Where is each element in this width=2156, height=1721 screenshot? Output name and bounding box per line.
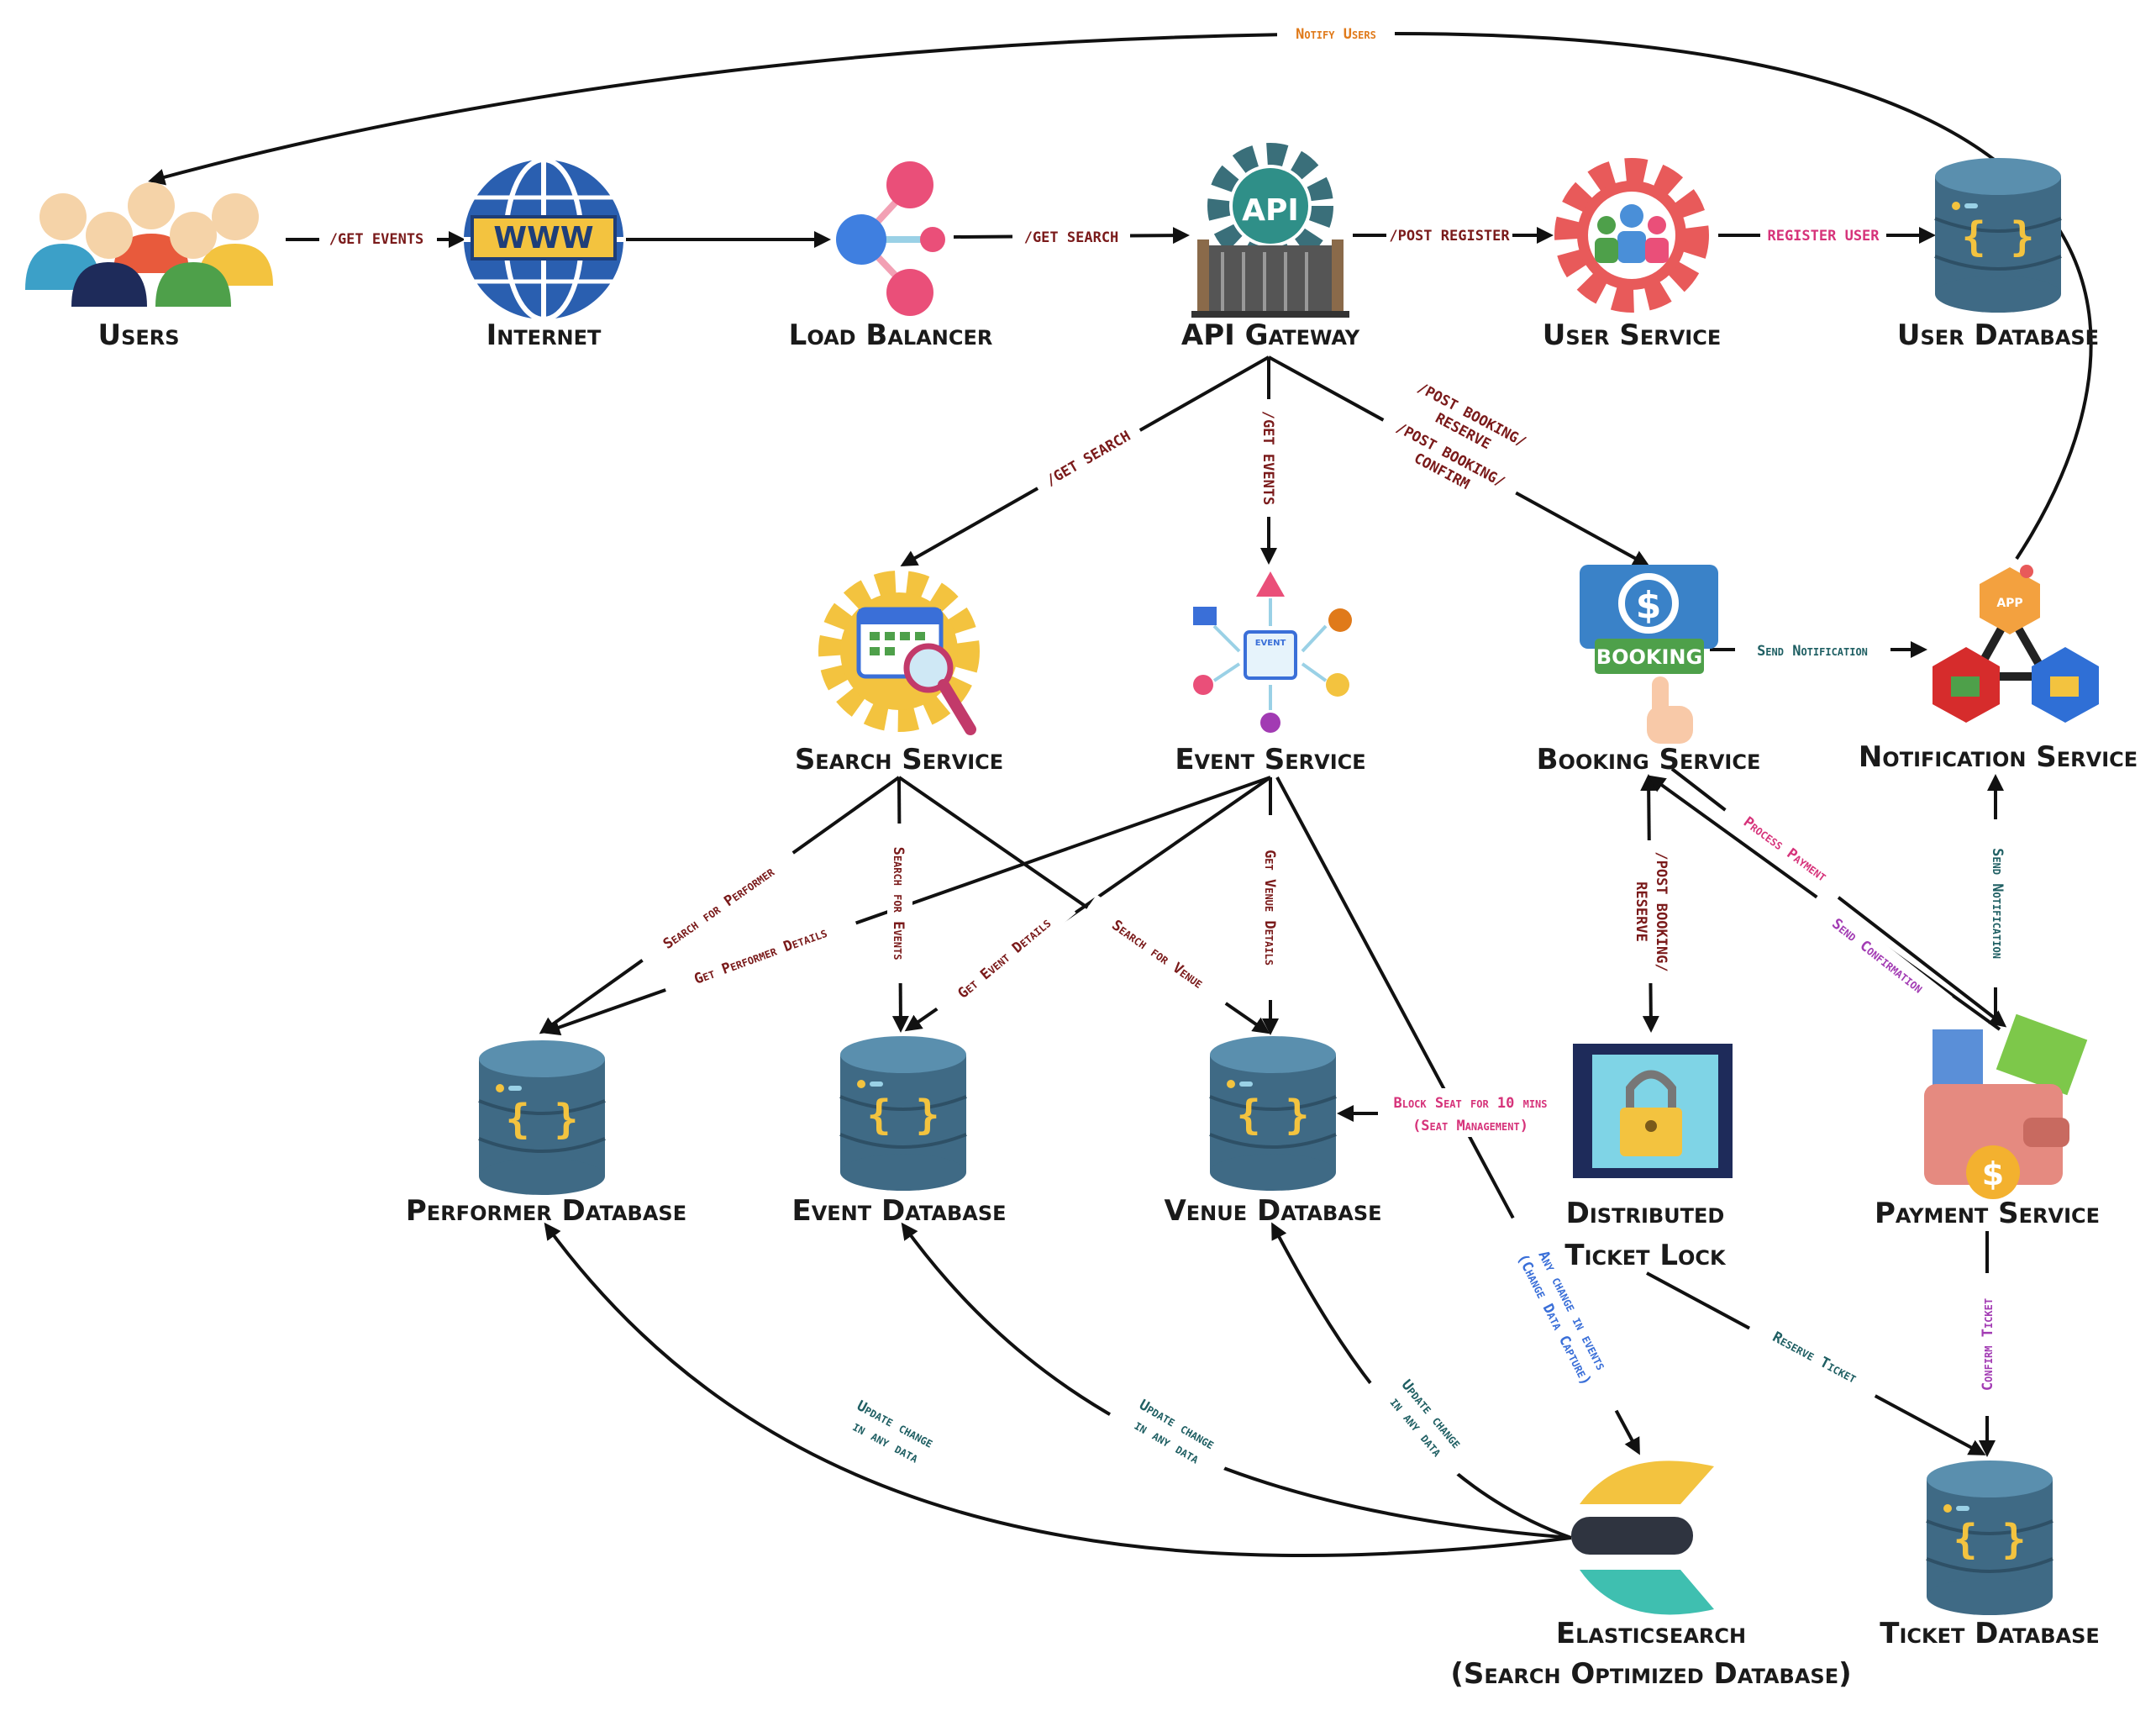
node-internet: WWW Internet — [464, 157, 623, 352]
node-api-gateway: API API Gateway — [1181, 143, 1360, 352]
event-service-icon: EVENT — [1193, 571, 1352, 733]
label-load-balancer: Load Balancer — [789, 318, 993, 352]
node-load-balancer: Load Balancer — [789, 161, 993, 352]
node-event-service: EVENT Event Service — [1175, 571, 1366, 776]
svg-text:APP: APP — [1996, 597, 2022, 610]
wallet-icon: $ — [1924, 1013, 2088, 1199]
label-get-search-api: /GET SEARCH — [1044, 428, 1134, 490]
label-user-service: User Service — [1543, 318, 1721, 352]
label-get-search-lb: /GET SEARCH — [1024, 229, 1119, 246]
node-booking-service: $ BOOKING Booking Service — [1537, 565, 1761, 776]
label-internet: Internet — [486, 318, 602, 352]
notification-icon: APP — [1933, 565, 2099, 723]
label-search-service: Search Service — [795, 743, 1003, 776]
api-text: API — [1242, 193, 1299, 228]
label-event-service: Event Service — [1175, 743, 1365, 776]
label-elasticsearch-line1: Elasticsearch — [1556, 1617, 1746, 1650]
svg-text:EVENT: EVENT — [1255, 639, 1286, 648]
label-notification-service: Notification Service — [1859, 740, 2138, 774]
label-post-booking-lock-1: /POST BOOKING/ — [1653, 851, 1670, 971]
svg-text:{ }: { } — [506, 1096, 579, 1143]
node-performer-database: { } Performer Database — [406, 1039, 686, 1228]
node-elasticsearch: Elasticsearch (Search Optimized Database… — [1450, 1460, 1852, 1691]
label-send-notification-booking: Send Notification — [1757, 643, 1868, 660]
label-payment-service: Payment Service — [1875, 1197, 2100, 1230]
database-icon: { } — [477, 1039, 607, 1197]
www-text: WWW — [493, 221, 593, 255]
label-reserve-ticket: Reserve Ticket — [1769, 1329, 1859, 1387]
label-venue-database: Venue Database — [1164, 1194, 1381, 1228]
edges — [148, 31, 2093, 1557]
edge-es-performer — [544, 1222, 1572, 1557]
globe-icon: WWW — [464, 157, 623, 322]
label-block-seat-2: (Seat Management) — [1412, 1118, 1528, 1134]
node-event-database: { } Event Database — [791, 1034, 1007, 1228]
label-block-seat-1: Block Seat for 10 mins — [1393, 1095, 1547, 1112]
database-icon: { } — [1208, 1034, 1338, 1192]
label-event-database: Event Database — [791, 1194, 1006, 1228]
label-post-register: /POST REGISTER — [1389, 228, 1510, 245]
database-icon: { } — [839, 1034, 968, 1192]
user-service-gear-icon — [1554, 158, 1709, 313]
node-users: Users — [25, 182, 273, 352]
label-performer-database: Performer Database — [406, 1194, 686, 1228]
label-get-venue-details: Get Venue Details — [1261, 850, 1278, 966]
label-send-notification-payment: Send Notification — [1989, 848, 2006, 959]
label-post-booking-lock-2: RESERVE — [1633, 882, 1649, 942]
label-user-database: User Database — [1897, 318, 2099, 352]
label-get-performer-details: Get Performer Details — [692, 924, 830, 988]
label-api-gateway: API Gateway — [1181, 318, 1360, 352]
node-search-service: Search Service — [795, 571, 1003, 776]
label-lock-line2: Ticket Lock — [1564, 1239, 1727, 1272]
label-ticket-database: Ticket Database — [1880, 1617, 2100, 1650]
label-get-events-api: /GET EVENTS — [1259, 411, 1276, 506]
label-search-for-performer: Search for Performer — [660, 863, 778, 953]
node-user-service: User Service — [1543, 158, 1721, 352]
edge-es-eventdb — [901, 1222, 1572, 1539]
label-booking-service: Booking Service — [1537, 743, 1761, 776]
node-ticket-database: { } Ticket Database — [1880, 1459, 2100, 1650]
search-service-icon — [818, 571, 980, 735]
label-get-event-details: Get Event Details — [954, 915, 1054, 1003]
node-venue-database: { } Venue Database — [1164, 1034, 1382, 1228]
svg-text:{ }: { } — [1954, 1516, 2027, 1563]
svg-text:{ }: { } — [1962, 213, 2035, 261]
node-distributed-ticket-lock: Distributed Ticket Lock — [1564, 1044, 1733, 1272]
label-notify-users: Notify Users — [1296, 26, 1376, 43]
label-users: Users — [97, 318, 179, 352]
svg-text:$: $ — [1982, 1155, 2004, 1192]
users-icon — [25, 182, 273, 307]
svg-text:{ }: { } — [1237, 1092, 1310, 1139]
label-search-for-venue: Search for Venue — [1108, 917, 1206, 992]
node-payment-service: $ Payment Service — [1875, 1013, 2100, 1230]
booking-icon: $ BOOKING — [1580, 565, 1718, 744]
booking-text: BOOKING — [1596, 645, 1702, 669]
dollar-icon: $ — [1636, 584, 1662, 627]
label-search-for-events: Search for Events — [890, 847, 907, 960]
node-user-database: { } User Database — [1897, 156, 2099, 352]
load-balancer-icon — [836, 161, 945, 316]
database-icon: { } — [1933, 156, 2063, 314]
edge-notify-users — [148, 31, 2093, 561]
label-get-events-users: /GET EVENTS — [329, 231, 424, 248]
api-gateway-icon: API — [1191, 143, 1349, 318]
lock-chip-icon — [1573, 1044, 1733, 1178]
database-icon: { } — [1925, 1459, 2054, 1617]
label-confirm-ticket: Confirm Ticket — [1980, 1298, 1996, 1391]
node-notification-service: APP Notification Service — [1859, 565, 2138, 774]
label-lock-line1: Distributed — [1566, 1197, 1725, 1230]
label-elasticsearch-line2: (Search Optimized Database) — [1450, 1657, 1851, 1691]
label-register-user: REGISTER USER — [1767, 228, 1880, 245]
elasticsearch-icon — [1571, 1460, 1714, 1615]
svg-text:{ }: { } — [867, 1092, 940, 1139]
